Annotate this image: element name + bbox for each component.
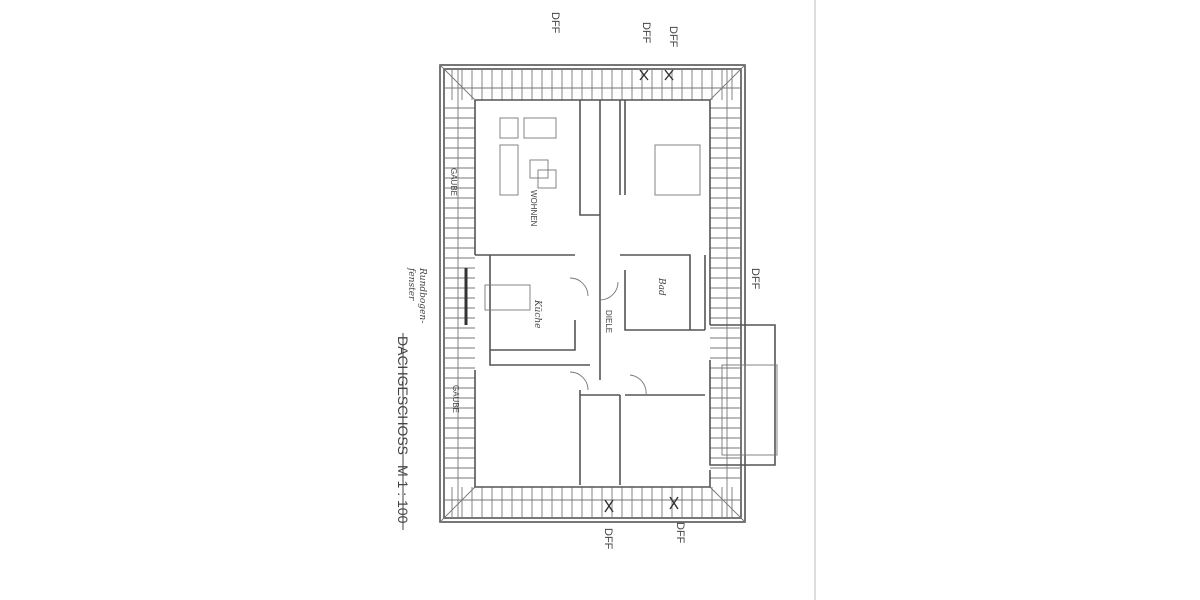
roof-outline [439, 64, 746, 523]
label-dff-1: DFF [549, 12, 561, 34]
label-dff-4: DFF [749, 268, 761, 290]
label-gaube-1: GAUBE [449, 168, 458, 196]
roof-hatching [444, 69, 741, 518]
label-dff-3: DFF [667, 26, 679, 48]
label-dff-2: DFF [640, 22, 652, 44]
label-wohnen: WOHNEN [529, 190, 538, 227]
label-fenster: fenster [406, 267, 416, 301]
label-dff-5: DFF [602, 528, 614, 550]
label-gaube-2: GAUBE [451, 385, 460, 413]
label-rundbogen: Rundbogen- [417, 267, 427, 323]
label-dff-6: DFF [674, 522, 686, 544]
interior-walls [464, 99, 778, 488]
roof-window-marks [604, 69, 679, 513]
label-kueche: Küche [532, 299, 542, 329]
label-diele: DIELE [604, 310, 613, 333]
label-bad: Bad [656, 277, 666, 296]
